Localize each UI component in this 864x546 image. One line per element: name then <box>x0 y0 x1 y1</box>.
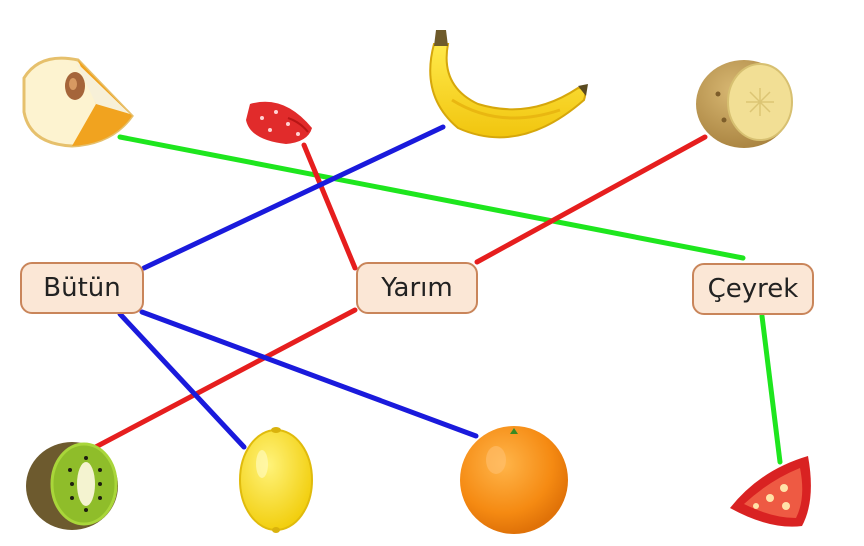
tomato-quarter-image[interactable] <box>730 456 811 527</box>
connection-lines <box>87 124 783 465</box>
line-half-potato <box>474 134 708 265</box>
line-whole-banana <box>141 124 446 271</box>
line-half-strawberry <box>301 142 358 271</box>
quince-quarter-image[interactable] <box>22 56 134 148</box>
label-half[interactable]: Yarım <box>356 262 478 314</box>
banana-whole-image[interactable] <box>429 30 588 139</box>
lemon-whole-image[interactable] <box>239 427 313 533</box>
orange-whole-image[interactable] <box>460 426 568 534</box>
label-whole-text: Bütün <box>43 273 121 303</box>
kiwi-half-image[interactable] <box>26 442 118 530</box>
strawberry-half-image[interactable] <box>246 101 312 144</box>
potato-half-image[interactable] <box>696 60 793 148</box>
line-whole-orange <box>139 309 479 439</box>
label-quarter-text: Çeyrek <box>707 274 799 304</box>
label-quarter[interactable]: Çeyrek <box>692 263 814 315</box>
label-half-text: Yarım <box>381 273 453 303</box>
line-quarter-tomato <box>759 313 783 465</box>
line-quarter-quince <box>117 134 746 261</box>
line-half-kiwi <box>87 307 358 453</box>
label-whole[interactable]: Bütün <box>20 262 144 314</box>
line-whole-lemon <box>117 311 247 450</box>
